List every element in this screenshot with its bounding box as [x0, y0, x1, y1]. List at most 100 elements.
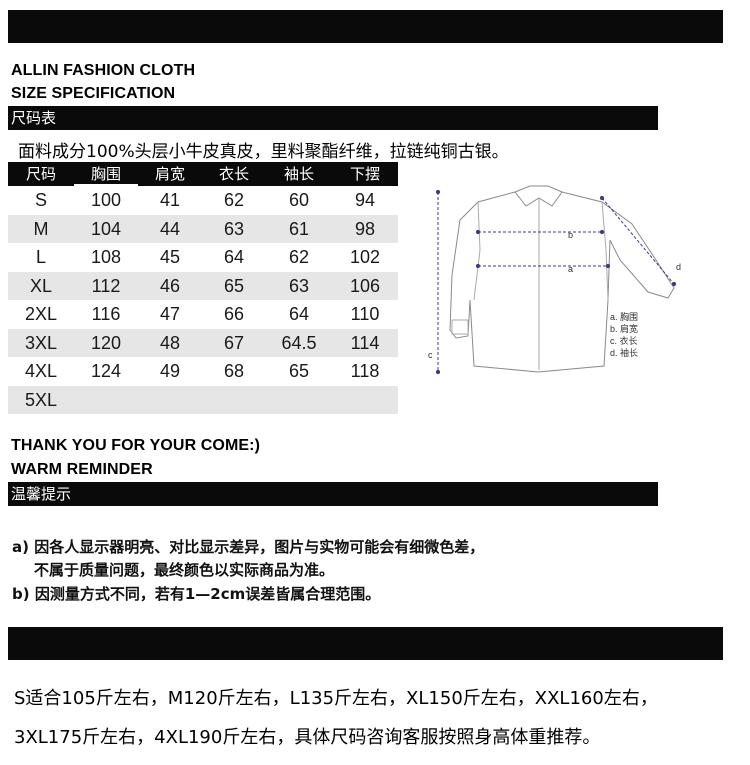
label-c: c — [428, 350, 433, 360]
cell-sleeve — [266, 386, 332, 415]
reminder-note-a-line2: 不属于质量问题，最终颜色以实际商品为准。 — [34, 561, 335, 579]
cell-chest: 116 — [91, 304, 121, 324]
cell-length: 68 — [223, 361, 245, 381]
label-a: a — [568, 264, 573, 274]
cell-chest: 104 — [90, 218, 122, 239]
cell-hem: 118 — [350, 361, 380, 381]
cell-hem: 114 — [350, 332, 380, 353]
cell-length: 65 — [223, 275, 245, 296]
cell-chest: 108 — [90, 247, 122, 267]
measure-endpoint — [475, 263, 481, 269]
measure-endpoint — [599, 195, 605, 201]
cell-length: 64 — [223, 247, 245, 267]
legend-shoulder: b. 肩宽 — [610, 323, 638, 334]
cell-shoulder: 49 — [159, 361, 181, 381]
measure-endpoint — [671, 281, 677, 287]
cell-shoulder: 48 — [159, 332, 181, 353]
cell-sleeve: 64.5 — [281, 332, 317, 353]
cell-hem: 94 — [354, 190, 376, 210]
legend-sleeve: d. 袖长 — [610, 347, 638, 358]
col-shoulder: 肩宽 — [154, 165, 185, 183]
cell-sleeve: 60 — [288, 190, 310, 210]
col-sleeve: 袖长 — [283, 165, 314, 183]
legend-chest: a. 胸围 — [610, 311, 638, 322]
cell-chest — [74, 386, 138, 415]
cell-length: 63 — [223, 218, 245, 239]
reminder-label-bar: 温馨提示 — [8, 482, 658, 506]
cell-length — [202, 386, 266, 415]
table-row: L 108 45 64 62 102 — [8, 243, 398, 272]
cell-size: XL — [29, 275, 53, 296]
measure-endpoint — [435, 369, 441, 375]
cell-shoulder: 47 — [159, 304, 181, 324]
cell-shoulder: 46 — [159, 275, 181, 296]
cell-hem: 106 — [349, 275, 381, 296]
cell-shoulder: 41 — [159, 190, 181, 210]
collar-outline — [514, 185, 563, 207]
cell-size: 3XL — [24, 332, 58, 353]
size-spec-heading: SIZE SPECIFICATION — [11, 85, 176, 102]
label-d: d — [676, 262, 681, 272]
table-row: M 104 44 63 61 98 — [8, 214, 398, 243]
material-note: 面料成分100%头层小牛皮真皮，里料聚酯纤维，拉链纯铜古银。 — [18, 142, 509, 162]
col-length: 衣长 — [218, 165, 249, 183]
cell-sleeve: 61 — [288, 218, 310, 239]
table-row: XL 112 46 65 63 106 — [8, 271, 398, 300]
cell-size: 5XL — [24, 389, 58, 410]
cell-chest: 124 — [90, 361, 122, 381]
col-size: 尺码 — [25, 165, 56, 183]
cell-chest: 120 — [90, 332, 122, 353]
table-row: 2XL 116 47 66 64 110 — [8, 300, 398, 329]
thanks-heading: THANK YOU FOR YOUR COME:) — [11, 437, 261, 454]
label-b: b — [568, 230, 573, 240]
measure-endpoint — [599, 229, 605, 235]
cell-size: S — [34, 190, 47, 210]
cell-hem: 102 — [349, 247, 381, 267]
cell-length: 66 — [223, 304, 245, 324]
cell-sleeve: 64 — [288, 304, 310, 324]
legend-length: c. 衣长 — [610, 335, 638, 346]
cell-chest: 100 — [90, 190, 122, 210]
sleeve-measure-line — [601, 197, 675, 285]
recommendation-line-2: 3XL175斤左右，4XL190斤左右，具体尺码咨询客服按照身高体重推荐。 — [14, 727, 601, 748]
cell-size: L — [35, 247, 46, 267]
cell-hem — [332, 386, 398, 415]
cell-chest: 112 — [91, 275, 121, 296]
shirt-outline — [449, 191, 675, 373]
cell-length: 62 — [223, 190, 245, 210]
table-row: S 100 41 62 60 94 — [8, 186, 398, 215]
cell-shoulder: 44 — [159, 218, 181, 239]
brand-heading: ALLIN FASHION CLOTH — [11, 62, 196, 79]
cell-size: M — [33, 218, 49, 239]
cell-hem: 110 — [350, 304, 380, 324]
cell-sleeve: 62 — [288, 247, 310, 267]
cell-length: 67 — [223, 332, 245, 353]
table-row: 3XL 120 48 67 64.5 114 — [8, 328, 398, 357]
cell-sleeve: 65 — [288, 361, 310, 381]
size-chart-label-bar: 尺码表 — [8, 106, 658, 130]
reminder-note-b: b) 因测量方式不同，若有1—2cm误差皆属合理范围。 — [12, 585, 381, 603]
table-row: 4XL 124 49 68 65 118 — [8, 357, 398, 386]
measure-endpoint — [435, 189, 441, 195]
shirt-measurement-diagram: b a c d a. 胸围 b. 肩宽 c. 衣长 d. 袖长 — [428, 185, 681, 375]
cell-size: 4XL — [24, 361, 58, 381]
measure-endpoint — [475, 229, 481, 235]
middle-banner-bar — [8, 627, 723, 660]
cell-shoulder — [138, 386, 202, 415]
cell-sleeve: 63 — [288, 275, 310, 296]
col-hem: 下摆 — [349, 165, 380, 183]
size-table-header: 尺码 胸围 肩宽 衣长 袖长 下摆 — [8, 162, 398, 186]
cell-size: 2XL — [24, 304, 58, 324]
recommendation-line-1: S适合105斤左右，M120斤左右，L135斤左右，XL150斤左右，XXL16… — [14, 688, 658, 709]
reminder-note-a-line1: a) 因各人显示器明亮、对比显示差异，图片与实物可能会有细微色差， — [12, 538, 485, 556]
top-banner-bar — [8, 10, 723, 43]
cell-hem: 98 — [354, 218, 376, 239]
warm-reminder-heading: WARM REMINDER — [11, 461, 153, 478]
cell-shoulder: 45 — [159, 247, 181, 267]
measure-endpoint — [605, 263, 611, 269]
left-cuff — [451, 319, 469, 335]
armhole-line — [473, 201, 481, 301]
col-chest: 胸围 — [74, 162, 138, 186]
